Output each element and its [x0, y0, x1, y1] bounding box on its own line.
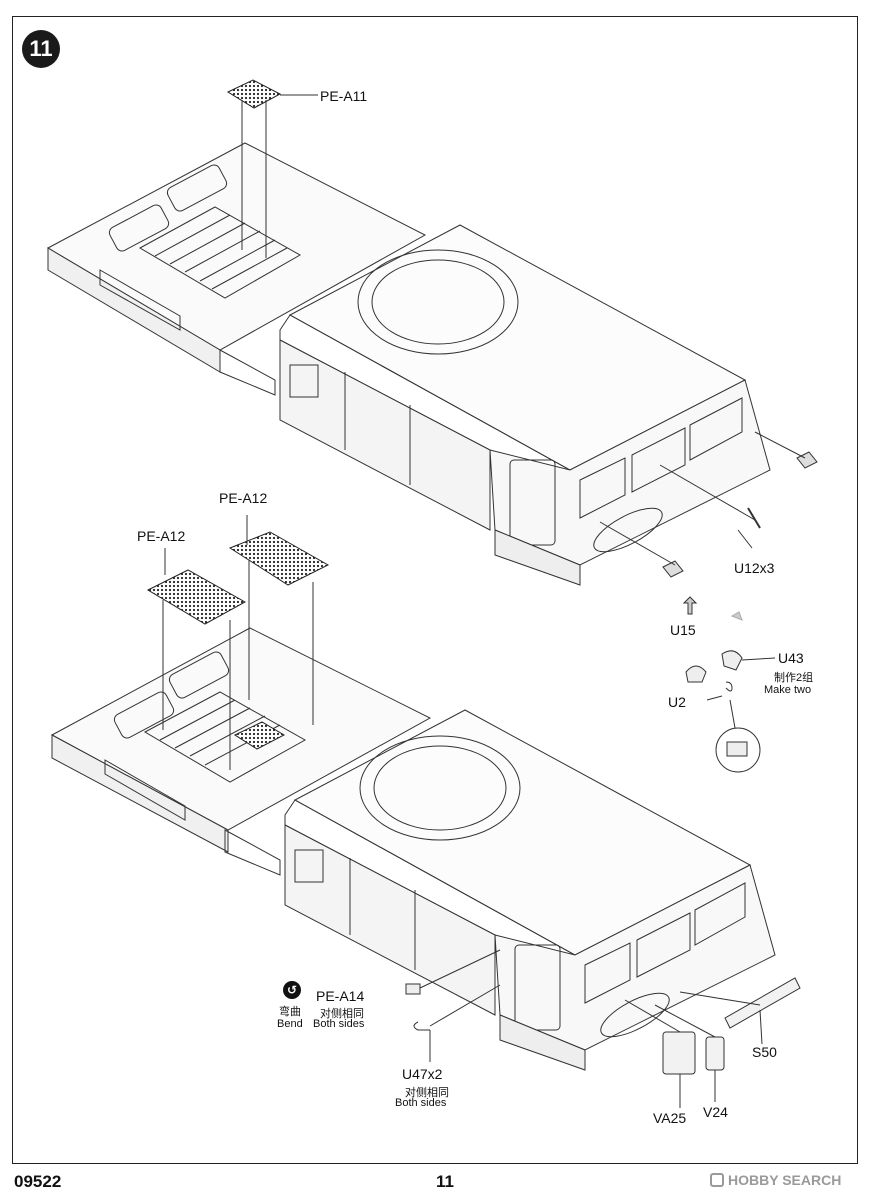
label-va25: VA25: [653, 1110, 687, 1126]
lower-hull-illustration: [50, 627, 776, 1071]
product-code: 09522: [14, 1172, 62, 1191]
upper-hull-illustration: [46, 142, 818, 586]
label-u43: U43: [778, 650, 804, 666]
label-u15: U15: [670, 622, 696, 638]
step-number-badge: 11: [22, 30, 60, 68]
label-pe-a12-left: PE-A12: [137, 528, 186, 544]
pe-a12-left-mesh: [146, 569, 247, 625]
label-pe-a14: PE-A14: [316, 988, 365, 1004]
s50-part: [724, 977, 801, 1029]
watermark-logo-icon: [710, 1173, 724, 1187]
pe-a12-right-mesh: [228, 531, 330, 586]
label-u43-note-en: Make two: [764, 684, 812, 696]
watermark-text: HOBBY SEARCH: [728, 1172, 842, 1188]
label-pe-a14-note-cn: 对侧相同: [320, 1008, 364, 1020]
page-number: 11: [436, 1172, 454, 1191]
label-pe-a12-right: PE-A12: [219, 490, 268, 506]
label-pe-a11: PE-A11: [320, 88, 368, 104]
label-s50: S50: [752, 1044, 777, 1060]
page-frame: [12, 16, 858, 1164]
bend-icon: ↺: [283, 981, 301, 999]
label-bend-en: Bend: [277, 1018, 303, 1030]
label-v24: V24: [703, 1104, 728, 1120]
watermark: HOBBY SEARCH: [710, 1172, 841, 1188]
pe-a11-mesh: [226, 79, 282, 109]
label-u47-note-en: Both sides: [395, 1097, 447, 1109]
v24-part: [705, 1036, 725, 1071]
label-u47-note-cn: 对侧相同: [405, 1087, 449, 1099]
label-u47: U47x2: [402, 1066, 443, 1082]
label-u12: U12x3: [734, 560, 775, 576]
label-bend-cn: 弯曲: [279, 1006, 301, 1018]
label-pe-a14-note-en: Both sides: [313, 1018, 365, 1030]
label-u2: U2: [668, 694, 686, 710]
va25-part: [662, 1031, 696, 1075]
label-u43-note-cn: 制作2组: [774, 672, 814, 684]
